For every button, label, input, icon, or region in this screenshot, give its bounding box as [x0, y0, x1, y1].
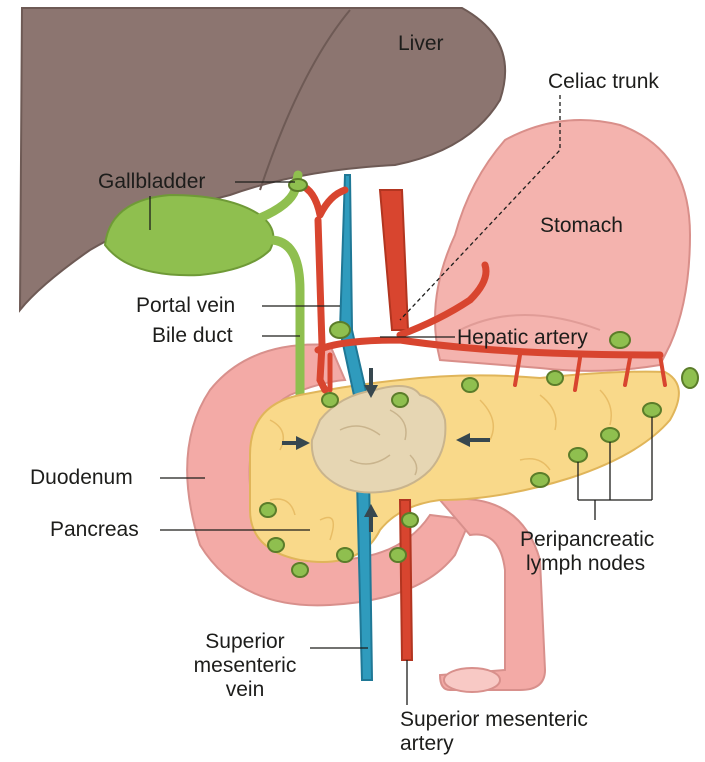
lymph-node [260, 503, 276, 517]
lymph-node [610, 332, 630, 348]
label-bile-duct: Bile duct [152, 324, 233, 348]
label-smv-line-2: mesenteric [180, 654, 310, 678]
lymph-node [337, 548, 353, 562]
label-peripancreatic-line-1: Peripancreatic [520, 528, 654, 552]
label-smv-line-1: Superior [180, 630, 310, 654]
lymph-node [392, 393, 408, 407]
label-smv-line-3: vein [180, 678, 310, 702]
gallbladder [105, 195, 273, 275]
lymph-node [268, 538, 284, 552]
label-peripancreatic-line-2: lymph nodes [520, 552, 654, 576]
lymph-node [322, 393, 338, 407]
lymph-node [289, 179, 307, 191]
label-superior-mesenteric-artery: Superior mesenteric artery [400, 708, 588, 756]
lymph-node [390, 548, 406, 562]
label-gallbladder: Gallbladder [98, 170, 205, 194]
lymph-node [643, 403, 661, 417]
lymph-node [569, 448, 587, 462]
lymph-node [292, 563, 308, 577]
label-duodenum: Duodenum [30, 466, 133, 490]
lymph-node [547, 371, 563, 385]
lymph-node [462, 378, 478, 392]
aorta [380, 190, 408, 330]
lymph-node [601, 428, 619, 442]
label-sma-line-2: artery [400, 732, 588, 756]
label-liver: Liver [398, 32, 444, 56]
lymph-node [531, 473, 549, 487]
label-stomach: Stomach [540, 214, 623, 238]
label-celiac-trunk: Celiac trunk [548, 70, 659, 94]
label-pancreas: Pancreas [50, 518, 139, 542]
lymph-node [402, 513, 418, 527]
label-sma-line-1: Superior mesenteric [400, 708, 588, 732]
label-superior-mesenteric-vein: Superior mesenteric vein [180, 630, 310, 702]
lymph-node [682, 368, 698, 388]
label-portal-vein: Portal vein [136, 294, 235, 318]
label-peripancreatic-lymph-nodes: Peripancreatic lymph nodes [520, 528, 654, 576]
lymph-node [330, 322, 350, 338]
label-hepatic-artery: Hepatic artery [457, 326, 588, 350]
jejunum-opening [444, 668, 500, 692]
